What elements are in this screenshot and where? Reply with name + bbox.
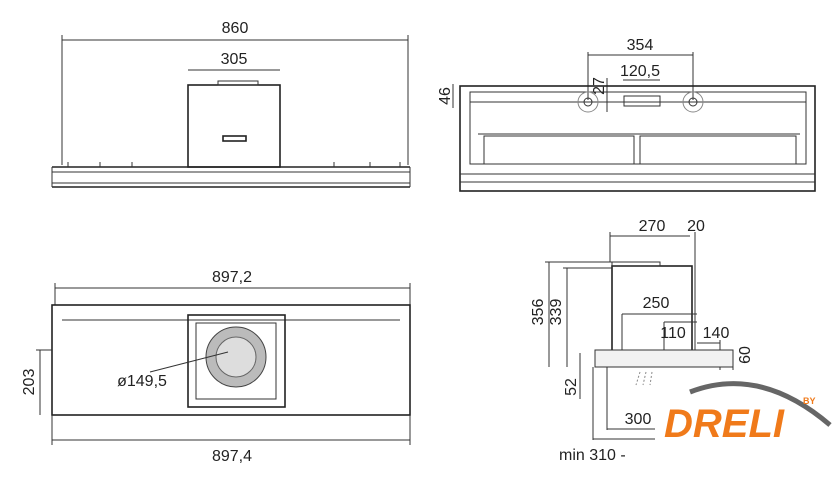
dreli-logo: DRELI BY xyxy=(655,380,840,460)
front-140-label: 140 xyxy=(703,325,730,342)
logo-by: BY xyxy=(803,396,816,406)
bottom-52-label: 52 xyxy=(563,378,580,396)
width-897-4-label: 897,4 xyxy=(212,448,252,465)
control-panel xyxy=(623,95,661,107)
motor-housing xyxy=(187,84,281,168)
diameter-label: ø149,5 xyxy=(117,373,167,390)
width-897-2-label: 897,2 xyxy=(212,269,252,286)
offset-110-label: 110 xyxy=(660,325,686,342)
spacing-354-label: 354 xyxy=(627,37,654,54)
inner-250-label: 250 xyxy=(643,295,670,312)
logo-text: DRELI xyxy=(664,402,785,446)
outlet-120-5-label: 120,5 xyxy=(620,63,660,80)
height-356-label: 356 xyxy=(530,299,547,326)
height-46-label: 46 xyxy=(437,87,454,105)
motor-box xyxy=(187,314,286,408)
height-339-label: 339 xyxy=(548,299,565,326)
width-860-label: 860 xyxy=(222,20,249,37)
cabinet-min-label: min 310 - xyxy=(559,447,626,464)
box-305-label: 305 xyxy=(221,51,248,68)
outlet-left xyxy=(577,91,599,113)
outlet-right xyxy=(682,91,704,113)
depth-203-label: 203 xyxy=(21,369,38,396)
handle xyxy=(222,135,247,142)
depth-270-label: 270 xyxy=(639,218,666,235)
side-view: 270 20 356 339 250 110 140 60 52 300 min… xyxy=(530,218,754,464)
base-60-label: 60 xyxy=(737,346,754,364)
min-depth-300-label: 300 xyxy=(625,411,652,428)
rear-view: 354 120,5 27 46 xyxy=(437,37,816,192)
gap-20-label: 20 xyxy=(687,218,705,235)
bottom-view: 897,2 ø149,5 203 897,4 xyxy=(21,269,411,465)
front-view: 860 305 xyxy=(51,20,411,188)
